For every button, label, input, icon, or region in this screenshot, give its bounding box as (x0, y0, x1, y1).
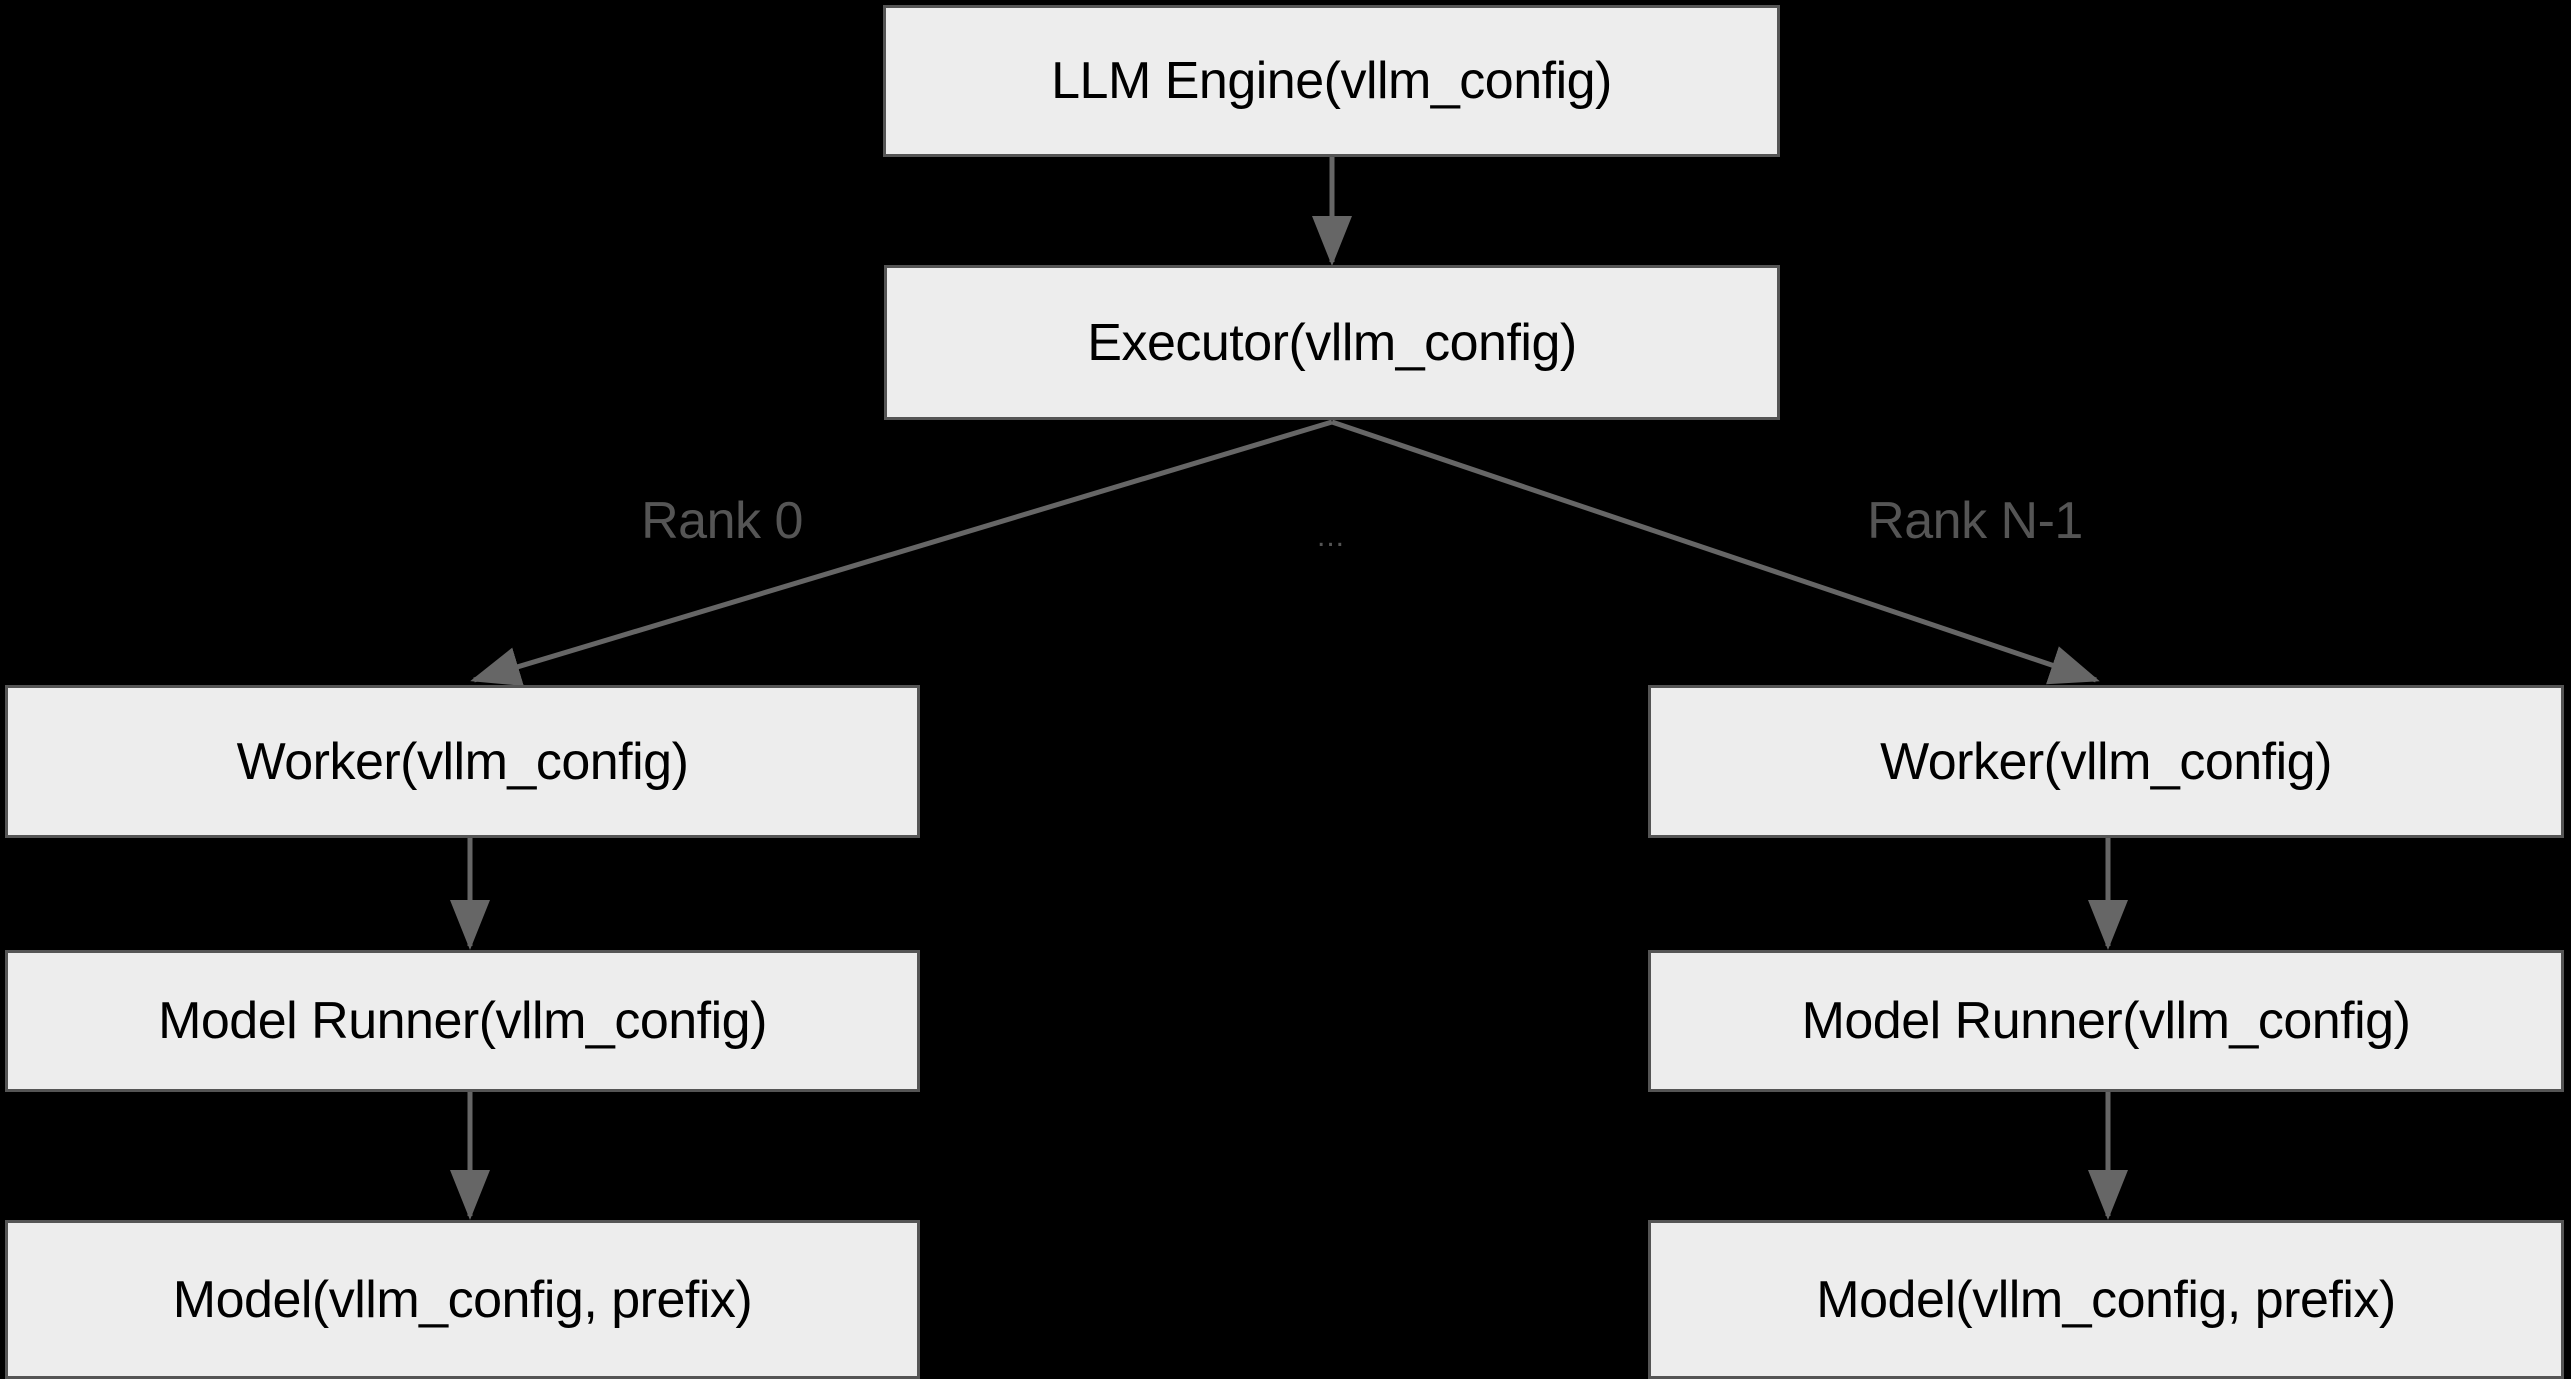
node-worker-rank-0[interactable]: Worker(vllm_config) (5, 685, 920, 838)
node-llm-engine[interactable]: LLM Engine(vllm_config) (883, 5, 1780, 157)
node-model-runner-rank-n-1[interactable]: Model Runner(vllm_config) (1648, 950, 2564, 1092)
edge-executor-to-worker-rank0 (470, 419, 1333, 686)
node-llm-engine-label: LLM Engine(vllm_config) (1051, 52, 1612, 110)
node-model-rank-0[interactable]: Model(vllm_config, prefix) (5, 1220, 920, 1379)
node-worker-rank-n-1-label: Worker(vllm_config) (1880, 732, 2332, 791)
node-executor[interactable]: Executor(vllm_config) (884, 265, 1780, 420)
node-worker-rank-0-label: Worker(vllm_config) (236, 732, 689, 791)
node-executor-label: Executor(vllm_config) (1087, 313, 1577, 372)
edge-label-rank-n-1: Rank N-1 (1867, 492, 2083, 550)
node-model-runner-rank-0-label: Model Runner(vllm_config) (158, 992, 767, 1050)
node-model-rank-n-1-label: Model(vllm_config, prefix) (1816, 1270, 2396, 1329)
node-model-runner-rank-0[interactable]: Model Runner(vllm_config) (5, 950, 920, 1092)
edge-executor-to-worker-rankn (1331, 419, 2100, 685)
node-model-runner-rank-n-1-label: Model Runner(vllm_config) (1801, 992, 2411, 1050)
edge-label-rank-0: Rank 0 (641, 492, 803, 550)
node-model-rank-0-label: Model(vllm_config, prefix) (172, 1270, 753, 1329)
node-model-rank-n-1[interactable]: Model(vllm_config, prefix) (1648, 1220, 2564, 1379)
node-worker-rank-n-1[interactable]: Worker(vllm_config) (1648, 685, 2564, 838)
edge-label-ellipsis: ... (1316, 520, 1346, 553)
